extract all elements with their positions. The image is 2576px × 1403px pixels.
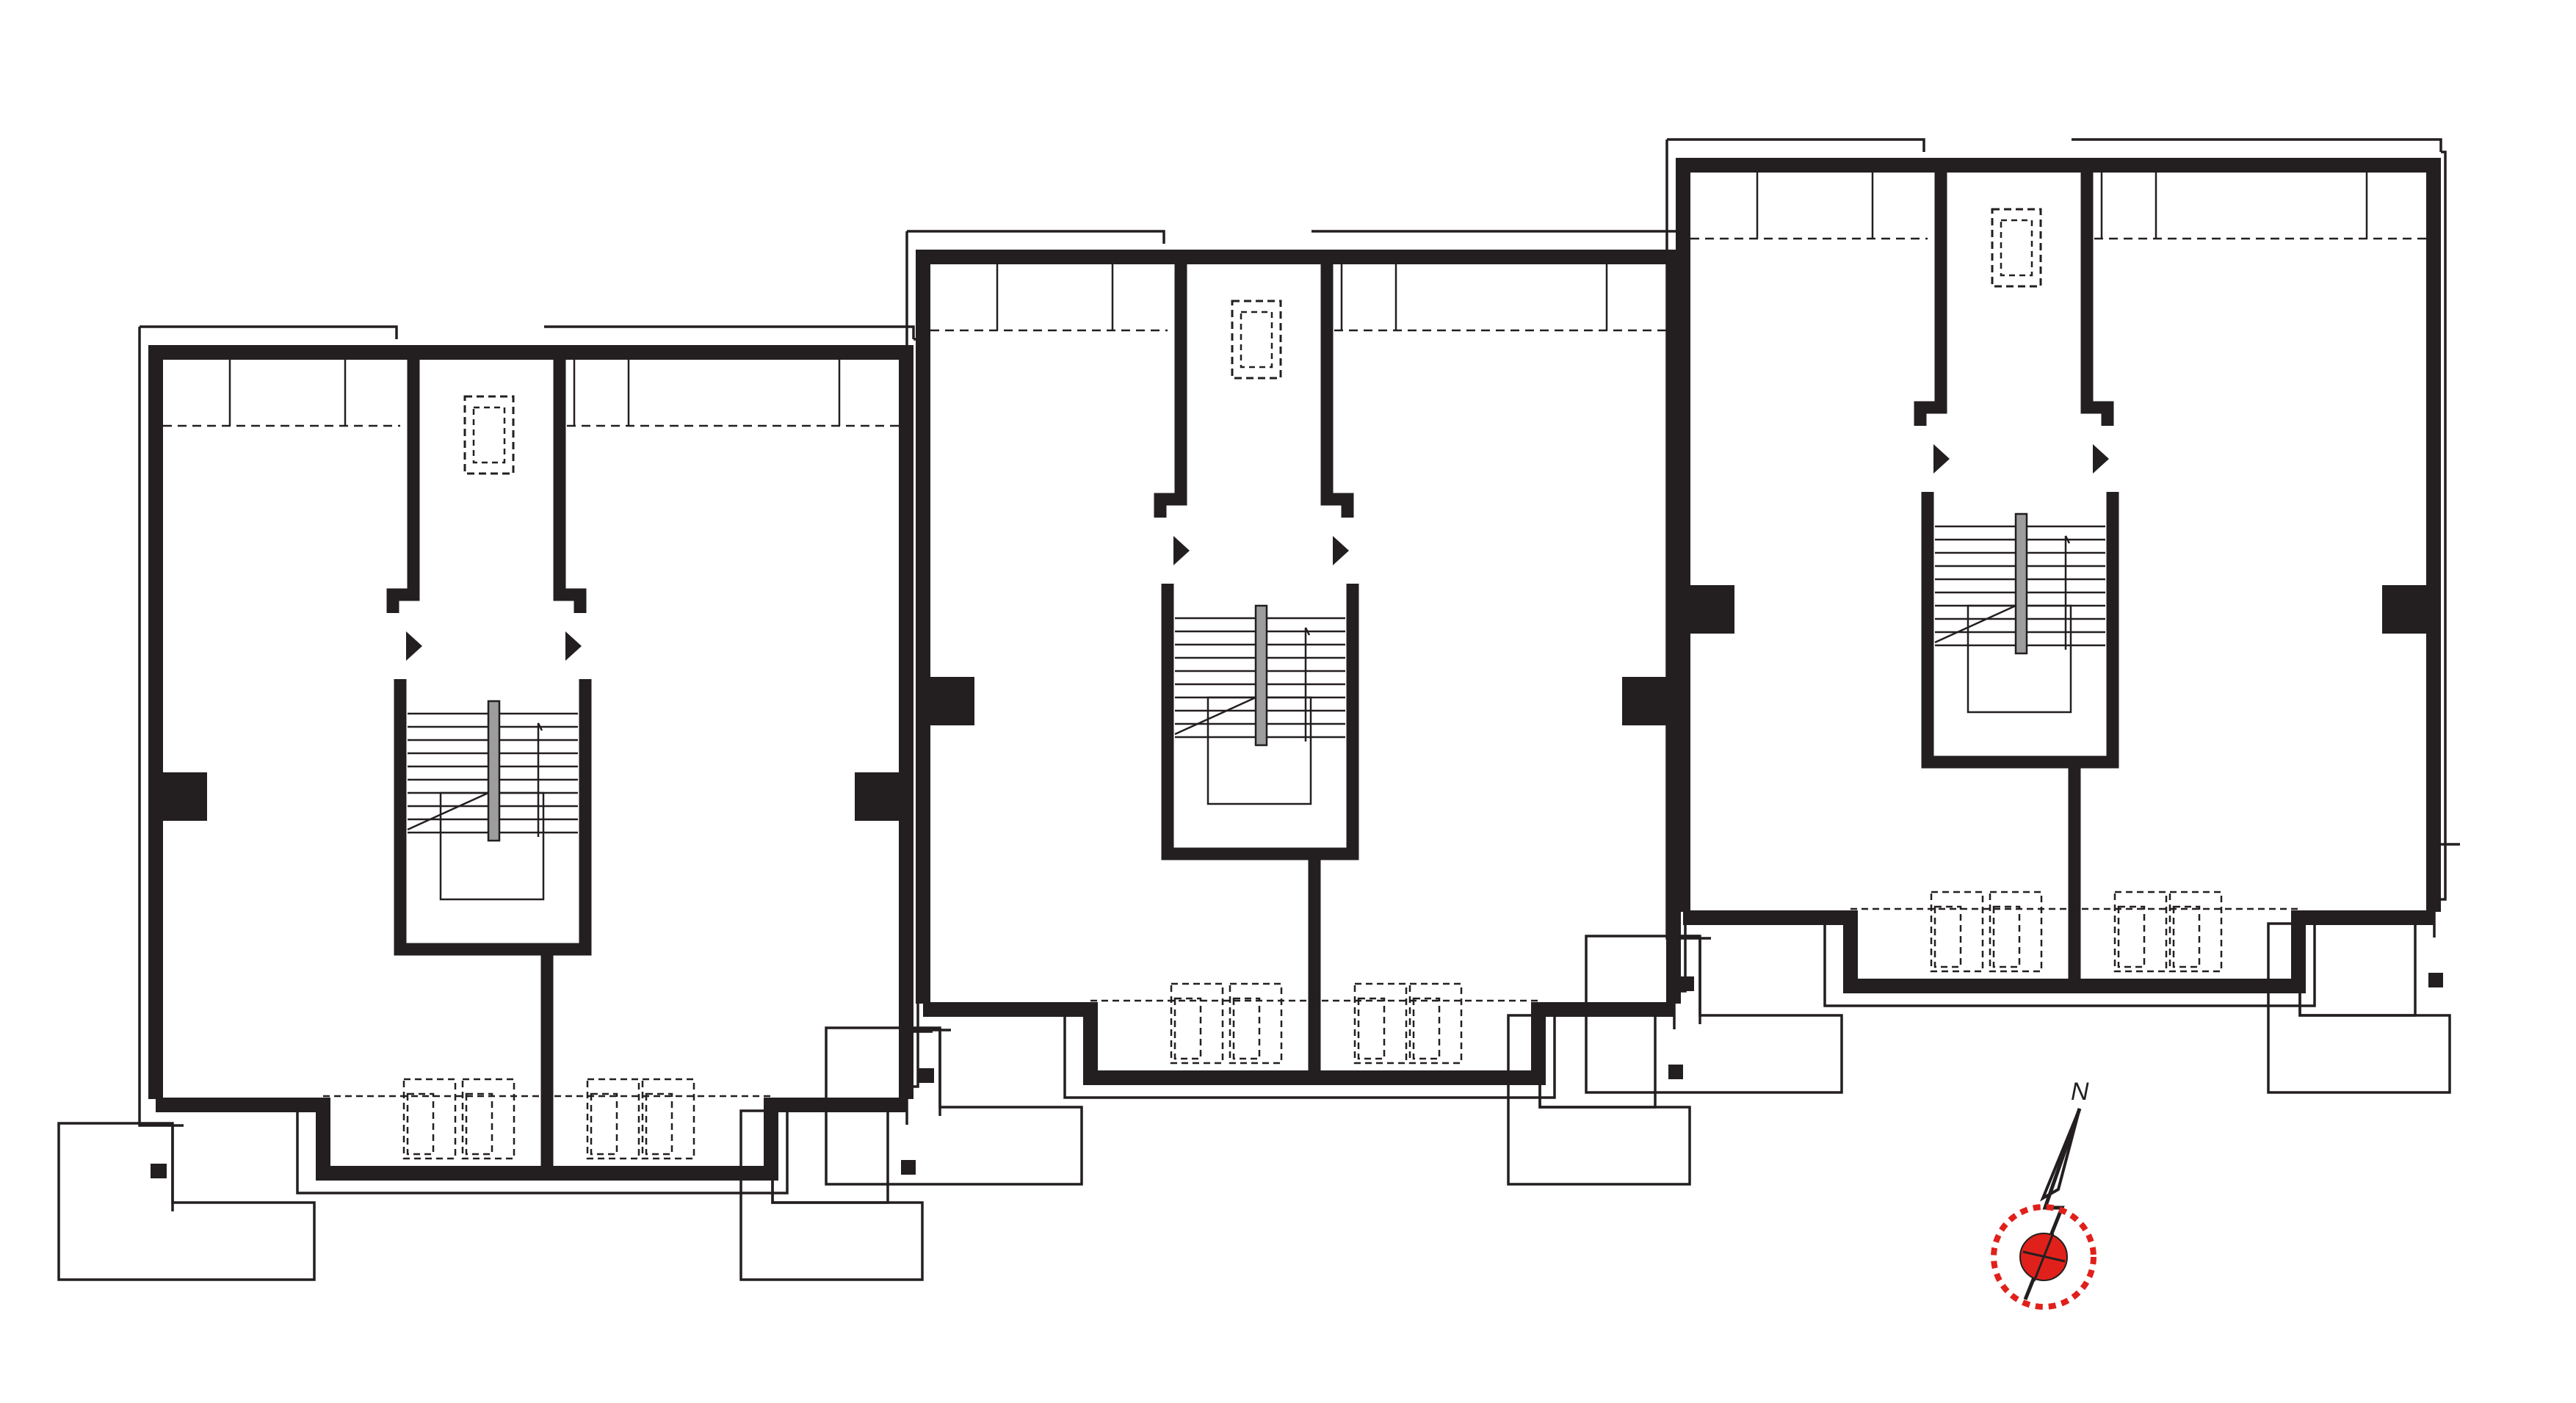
building-block-west xyxy=(59,327,933,1280)
building-block-middle xyxy=(826,231,1700,1184)
location-marker xyxy=(1991,1204,2096,1310)
north-label: N xyxy=(2071,1078,2089,1106)
building-block-east xyxy=(1586,139,2460,1092)
